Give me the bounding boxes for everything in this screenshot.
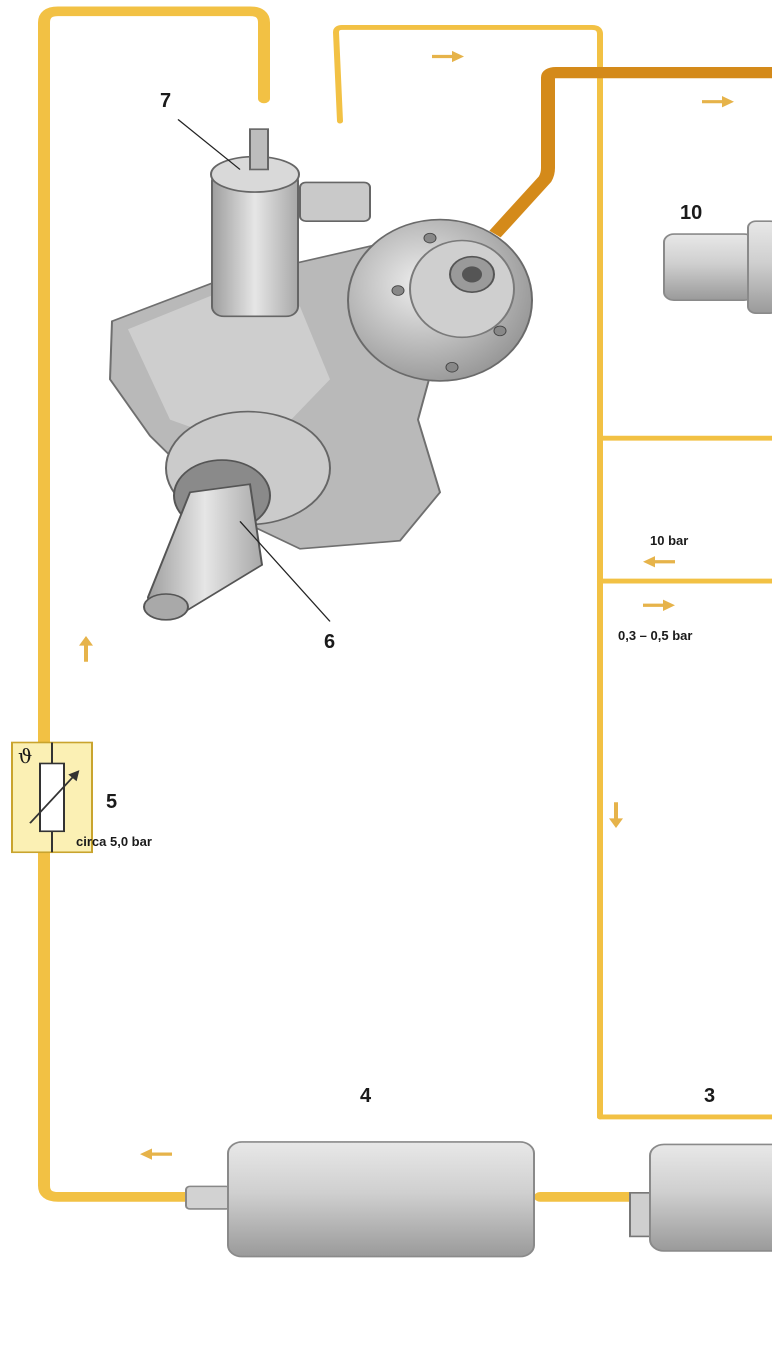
filter-body	[227, 1141, 535, 1258]
sensor-arrow	[29, 771, 79, 824]
arrow-down-right	[609, 802, 623, 829]
fuel-pump	[629, 1143, 772, 1252]
fuel-filter	[185, 1141, 535, 1258]
sensor-theta-symbol: ϑ	[18, 744, 33, 768]
label-7: 7	[160, 90, 172, 112]
label-5: 5	[106, 791, 118, 813]
injector	[663, 220, 772, 314]
leader-lines	[177, 119, 331, 622]
leader-6	[239, 521, 331, 622]
arrow-right-low	[643, 599, 675, 611]
high-pressure-line	[489, 66, 772, 238]
label-4: 4	[360, 1085, 372, 1107]
feed-line	[38, 6, 270, 1202]
arrow-left-bottom	[140, 1148, 172, 1160]
pressure-label-feed: circa 5,0 bar	[76, 834, 152, 849]
return-line-top	[333, 25, 603, 1120]
pressure-label-low: 0,3 – 0,5 bar	[618, 628, 693, 643]
injector-body	[663, 233, 755, 302]
arrow-right-hp	[702, 96, 734, 108]
fuel-lines	[38, 6, 772, 1202]
label-10: 10	[680, 202, 703, 224]
arrow-left-10bar	[643, 556, 675, 568]
label-6: 6	[324, 631, 336, 653]
leader-7	[177, 119, 241, 170]
flow-arrows	[79, 50, 734, 1160]
pressure-label-10bar: 10 bar	[650, 533, 689, 548]
high-pressure-pump	[108, 128, 533, 621]
label-3: 3	[704, 1085, 716, 1107]
temperature-sensor	[11, 741, 93, 854]
fuel-pump-body	[649, 1143, 772, 1252]
arrow-right-top	[432, 50, 464, 63]
arrow-up-left	[79, 635, 93, 662]
